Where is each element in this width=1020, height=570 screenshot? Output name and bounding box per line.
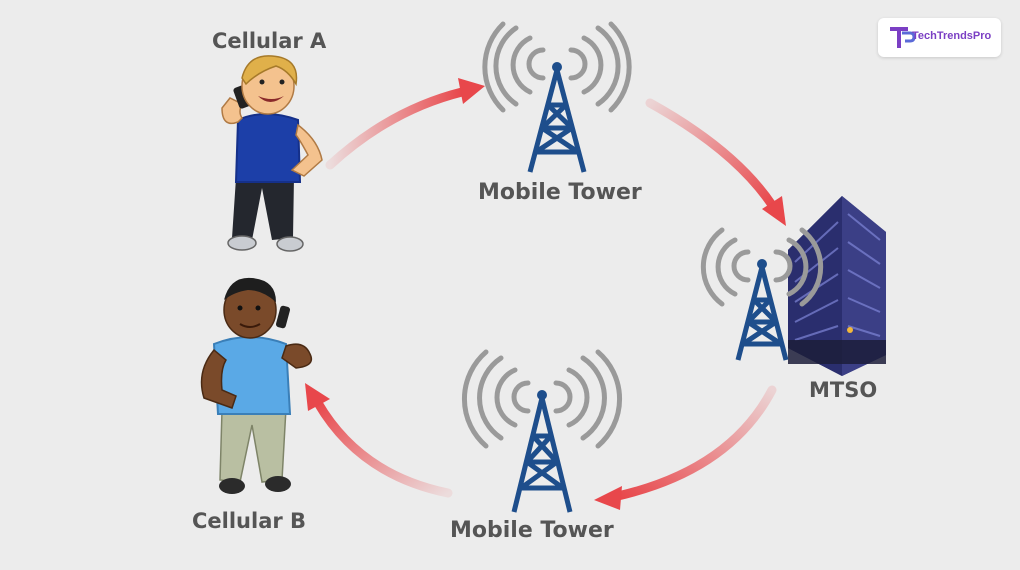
- mtso-building-icon: [788, 196, 886, 376]
- label-mobile-tower-top: Mobile Tower: [478, 180, 642, 205]
- person-b-icon: [200, 277, 313, 494]
- person-a-icon: [221, 55, 323, 252]
- tower-bottom-icon: [462, 349, 622, 513]
- arrow-tower-to-mtso: [645, 98, 786, 226]
- tower-top-icon: [482, 21, 632, 173]
- arrow-a-to-tower: [325, 78, 485, 170]
- label-mobile-tower-bottom: Mobile Tower: [450, 518, 614, 543]
- logo-mark-icon: [890, 27, 916, 48]
- brand-logo: TechTrendsPro: [878, 18, 1001, 57]
- logo-text: TechTrendsPro: [912, 30, 992, 42]
- arrow-mtso-to-tower: [594, 385, 777, 510]
- label-cellular-b: Cellular B: [192, 509, 307, 533]
- arrow-tower-to-b: [305, 383, 453, 498]
- label-cellular-a: Cellular A: [212, 29, 327, 53]
- label-mtso: MTSO: [809, 378, 878, 402]
- tower-mtso-icon: [700, 227, 824, 361]
